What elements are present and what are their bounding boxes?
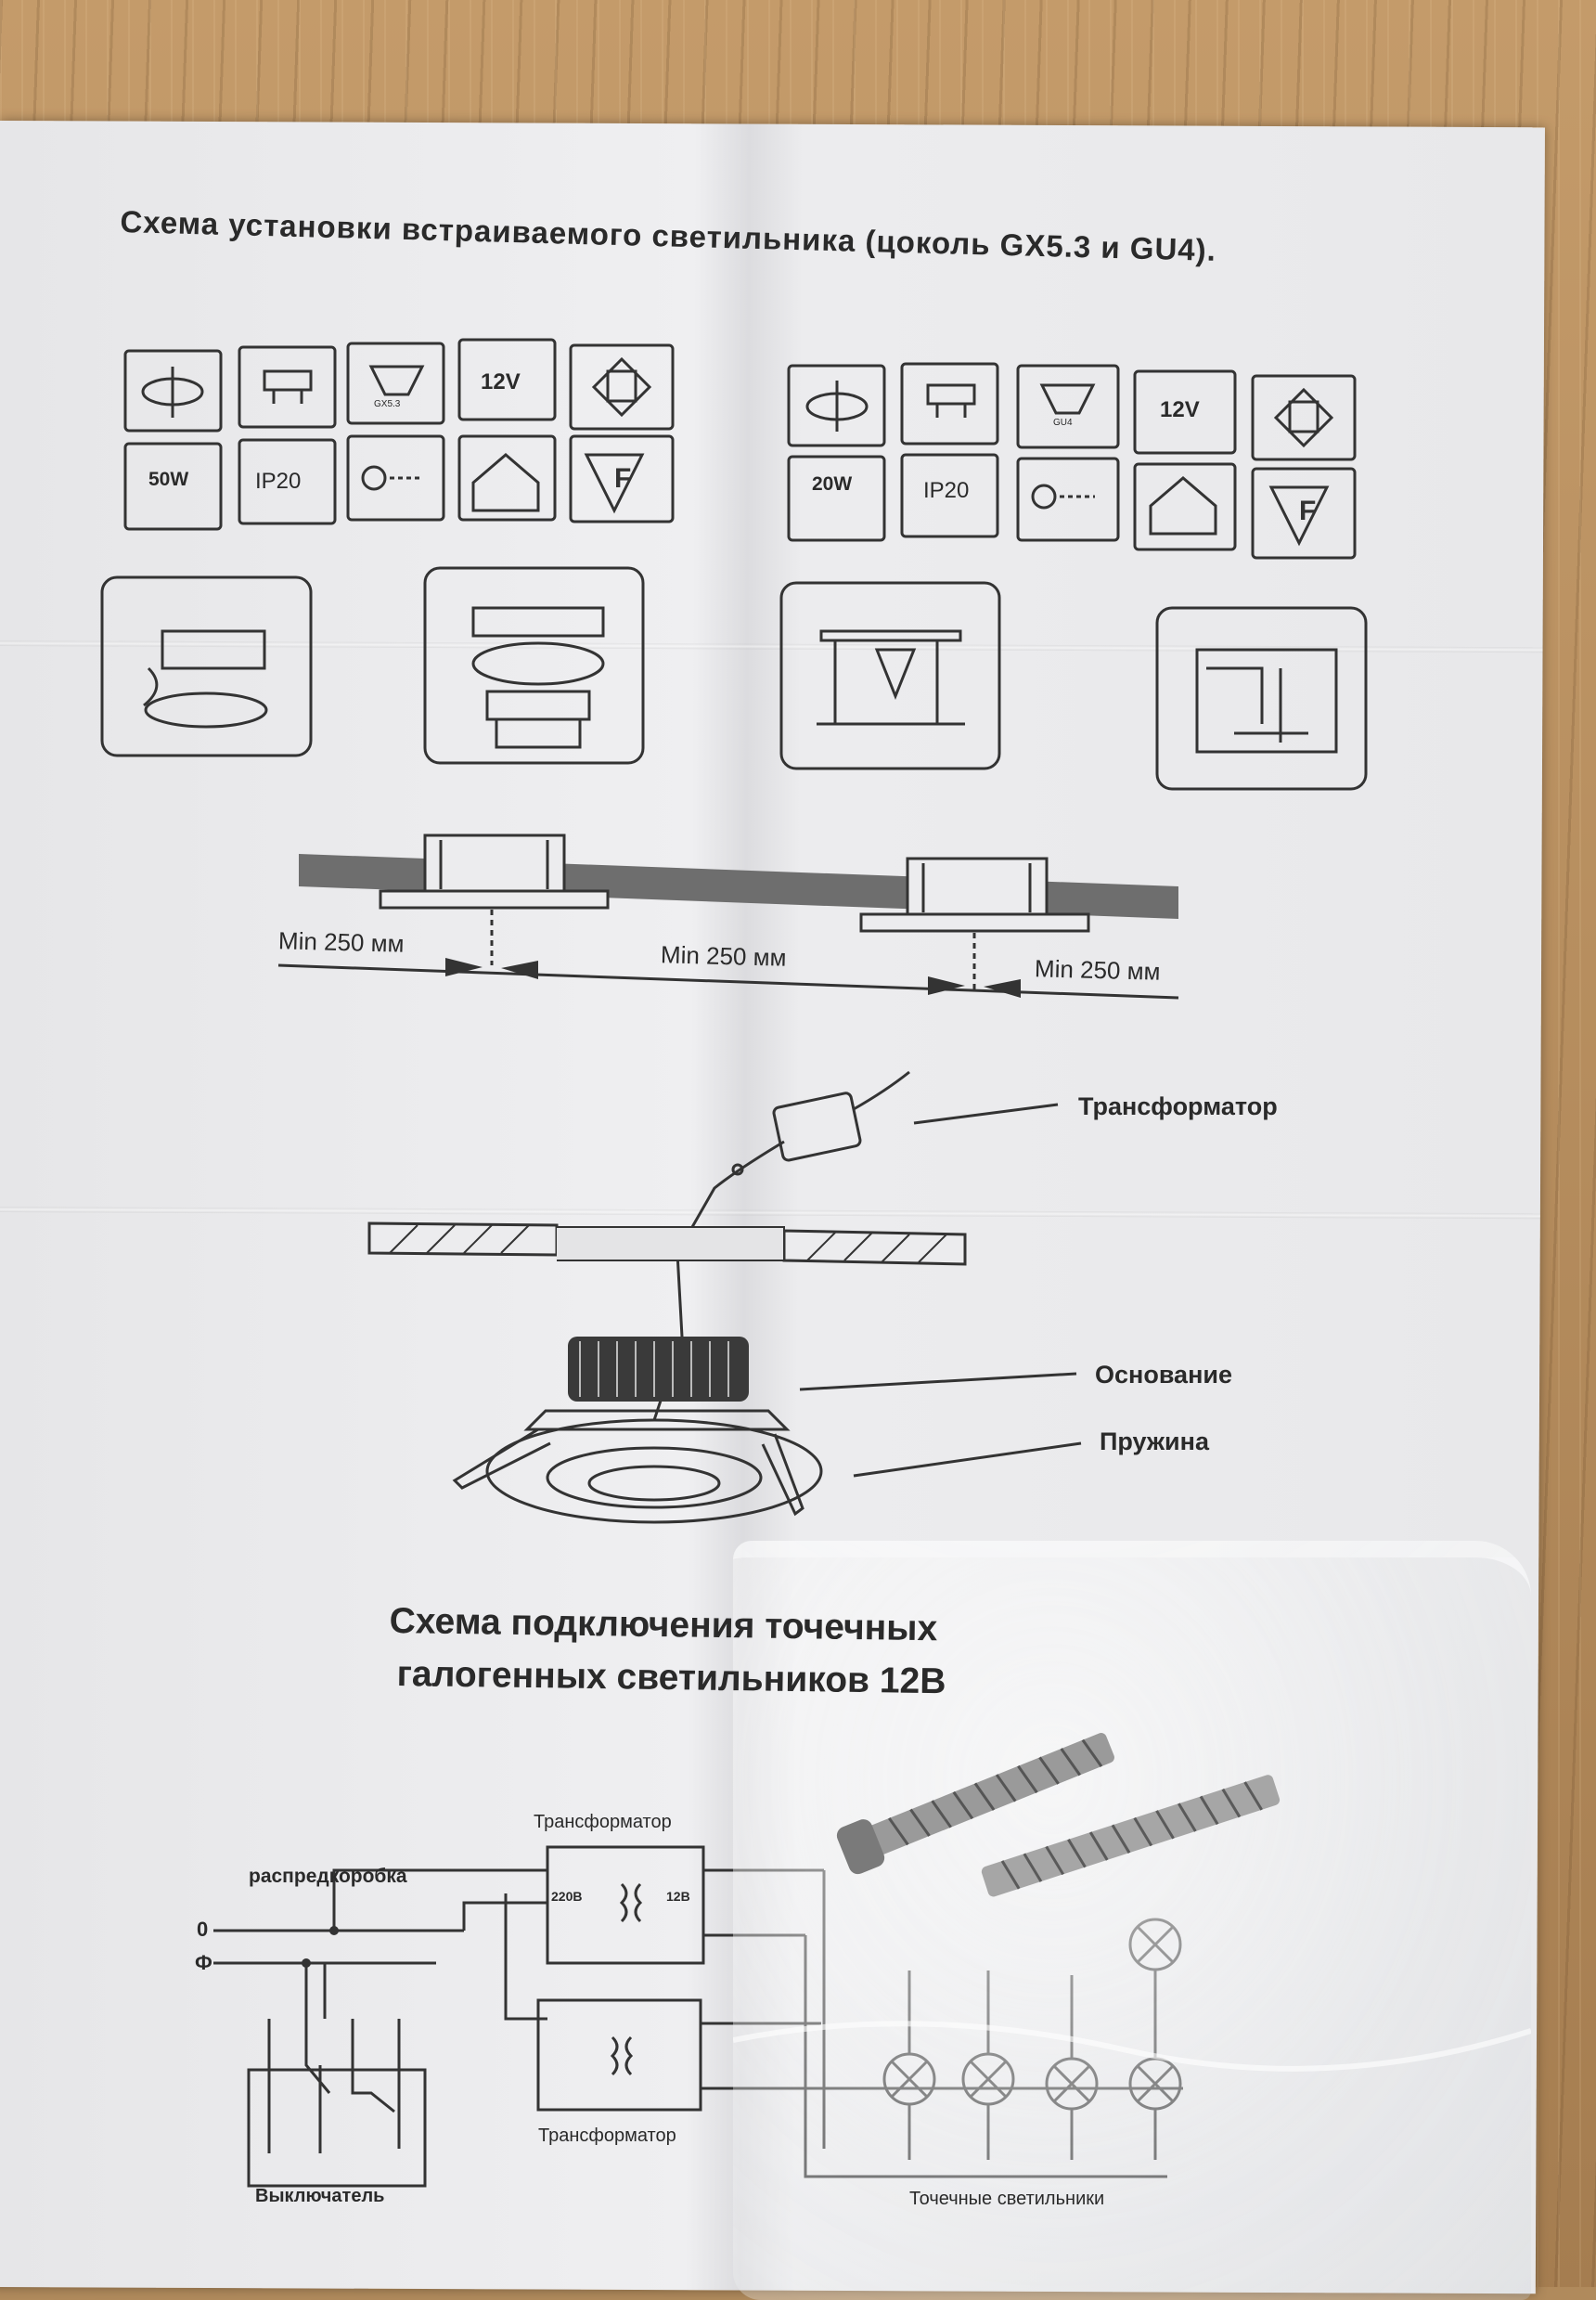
screws <box>733 1733 1531 2072</box>
icon-label-wattage: 50W <box>148 469 189 490</box>
wiring-title-line2: галогенных светильников 12В <box>396 1654 946 1702</box>
icon-label-ip-rating: IP20 <box>255 469 302 494</box>
icon-label-voltage: 12V <box>481 369 521 394</box>
label-spotlights: Точечные светильники <box>909 2189 1105 2209</box>
installation-drawing <box>367 1070 1082 1524</box>
installation-step-illustrations <box>100 566 1368 791</box>
plastic-bag-with-screws <box>733 1541 1531 2300</box>
spacing-label: Min 250 мм <box>1034 954 1161 986</box>
label-zero: 0 <box>197 1918 209 1941</box>
label-transformer-top: Трансформатор <box>534 1812 672 1832</box>
label-switch: Выключатель <box>255 2186 385 2206</box>
svg-text:F: F <box>1299 496 1316 526</box>
icon-label-ip-rating: IP20 <box>923 478 970 503</box>
icon-label-base-type: GX5.3 <box>374 399 401 409</box>
label-output-voltage: 12В <box>666 1889 690 1904</box>
svg-text:F: F <box>614 463 631 494</box>
spacing-label: Min 250 мм <box>277 926 405 958</box>
wiring-title-line1: Схема подключения точечных <box>389 1601 938 1649</box>
label-input-voltage: 220В <box>551 1889 583 1904</box>
label-base: Основание <box>1095 1361 1232 1389</box>
label-transformer-bottom: Трансформатор <box>538 2126 676 2146</box>
label-transformer: Трансформатор <box>1078 1092 1278 1120</box>
icon-label-wattage: 20W <box>812 473 853 495</box>
label-phase: Ф <box>195 1951 212 1974</box>
spacing-diagram <box>277 833 1179 1000</box>
label-junction-box: распредкоробка <box>249 1866 407 1887</box>
icon-label-base-type: GU4 <box>1053 418 1073 428</box>
right-spec-icon-grid: F <box>787 362 1357 560</box>
label-spring: Пружина <box>1100 1428 1209 1455</box>
left-spec-icon-grid: F <box>123 338 675 531</box>
icon-label-voltage: 12V <box>1160 397 1200 422</box>
spacing-label: Min 250 мм <box>660 940 787 972</box>
